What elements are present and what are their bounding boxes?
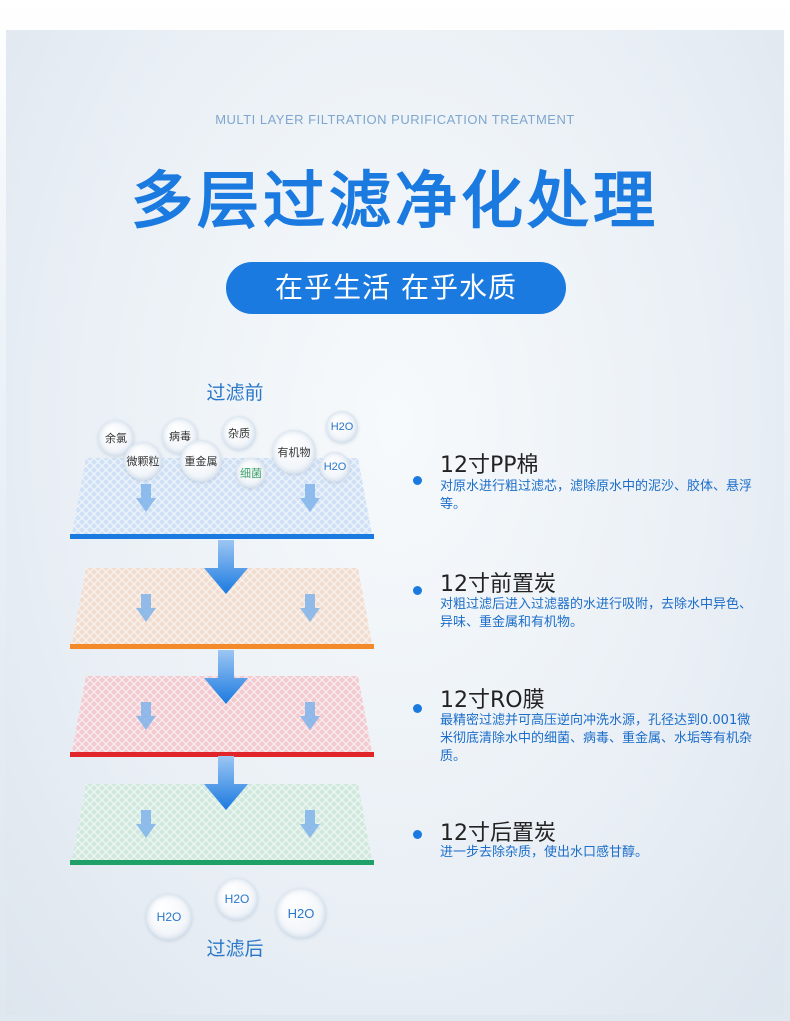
layer-desc-post-carbon: 进一步去除杂质，使出水口感甘醇。 (440, 845, 649, 860)
before-filter-label: 过滤前 (206, 382, 264, 404)
layer-desc-ro-membrane: 最精密过滤并可高压逆向冲洗水源，孔径达到0.001微米彻底清除水中的细菌、病毒、… (440, 713, 753, 764)
filter-layer-ro-membrane (70, 676, 374, 760)
filter-edge-bar (70, 534, 374, 539)
small-down-arrow-icon (136, 594, 156, 622)
impurity-bubble: 病毒 (162, 418, 198, 454)
filter-sheet (72, 568, 372, 644)
clean-water-bubble: H2O (276, 888, 326, 938)
small-down-arrow-icon (300, 810, 320, 838)
impurity-bubble: 微颗粒 (124, 442, 162, 480)
filter-layer-pre-carbon (70, 568, 374, 652)
small-down-arrow-icon (300, 484, 320, 512)
layer-desc-pre-carbon: 对粗过滤后进入过滤器的水进行吸附，去除水中异色、异味、重金属和有机物。 (440, 597, 753, 630)
impurity-bubble: 有机物 (272, 430, 316, 474)
bullet-dot-icon (413, 586, 422, 595)
slogan-badge: 在乎生活 在乎水质 (226, 262, 566, 314)
layer-title-ro-membrane: 12寸RO膜 (440, 688, 545, 713)
bullet-dot-icon (413, 830, 422, 839)
bullet-dot-icon (413, 704, 422, 713)
small-down-arrow-icon (300, 702, 320, 730)
filter-edge-bar (70, 752, 374, 757)
layer-title-pre-carbon: 12寸前置炭 (440, 572, 556, 597)
layer-title-post-carbon: 12寸后置炭 (440, 821, 556, 846)
down-arrow-icon (202, 650, 250, 710)
page-title: 多层过滤净化处理 (130, 164, 659, 237)
small-down-arrow-icon (136, 702, 156, 730)
english-subtitle: MULTI LAYER FILTRATION PURIFICATION TREA… (215, 112, 575, 127)
small-down-arrow-icon (136, 810, 156, 838)
clean-water-bubble: H2O (216, 878, 258, 920)
small-down-arrow-icon (136, 484, 156, 512)
bullet-dot-icon (413, 476, 422, 485)
down-arrow-icon (202, 540, 250, 600)
water-molecule-bubble: H2O (326, 411, 358, 443)
down-arrow-icon (202, 756, 250, 816)
filter-edge-bar (70, 644, 374, 649)
filter-edge-bar (70, 860, 374, 865)
filter-sheet (72, 784, 372, 860)
filter-layer-post-carbon (70, 784, 374, 868)
small-down-arrow-icon (300, 594, 320, 622)
clean-water-bubble: H2O (146, 894, 192, 940)
impurity-bubble: 杂质 (222, 416, 256, 450)
layer-title-pp-cotton: 12寸PP棉 (440, 453, 539, 478)
filter-sheet (72, 676, 372, 752)
layer-desc-pp-cotton: 对原水进行粗过滤芯，滤除原水中的泥沙、胶体、悬浮等。 (440, 479, 753, 512)
impurity-bubble: 重金属 (180, 440, 222, 482)
water-molecule-bubble: H2O (320, 452, 350, 482)
after-filter-label: 过滤后 (206, 938, 264, 960)
impurity-bubble: 细菌 (236, 458, 266, 488)
